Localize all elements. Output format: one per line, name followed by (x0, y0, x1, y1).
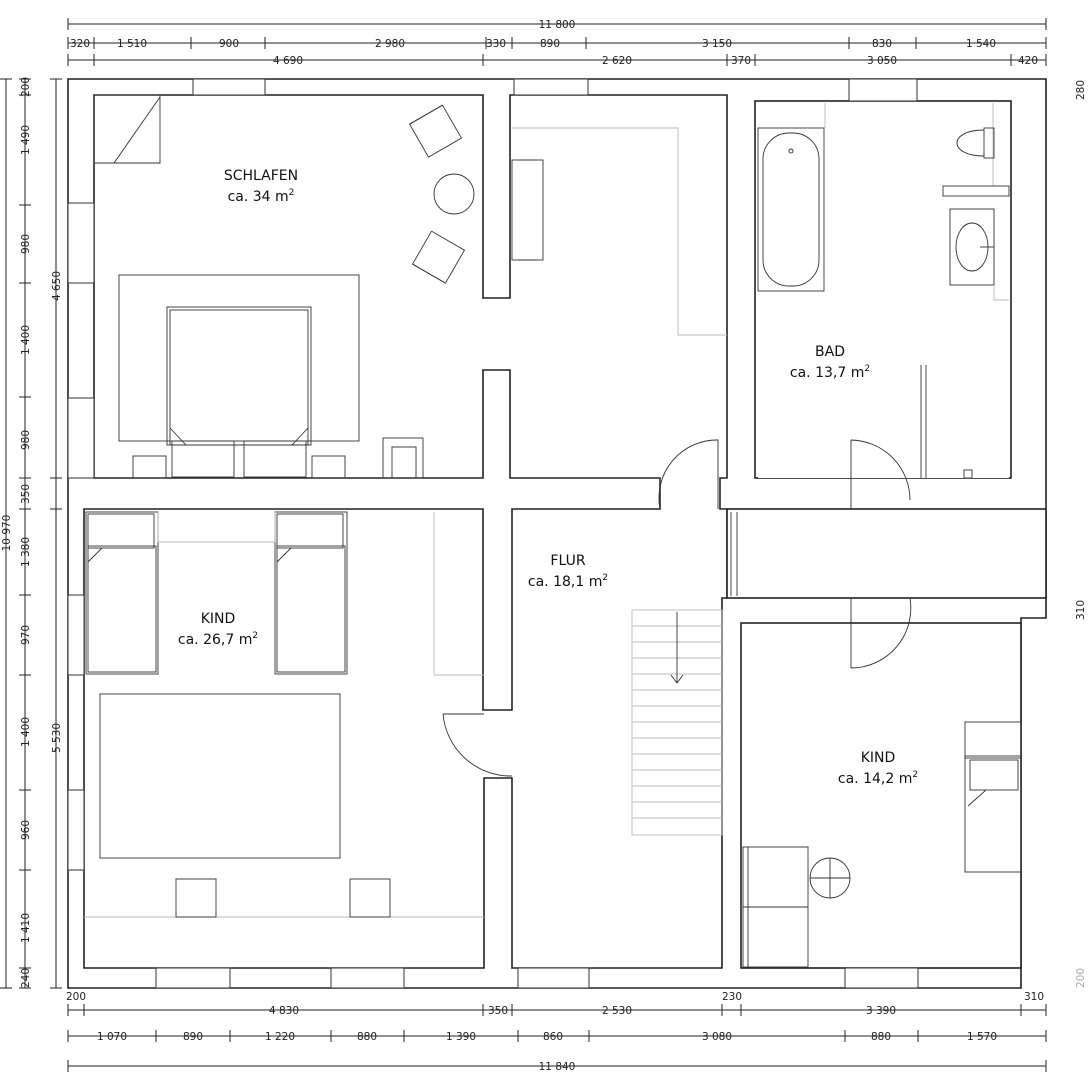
room-name-schlafen: SCHLAFEN (224, 168, 298, 184)
dim-bottom-row1: 230 (722, 991, 742, 1003)
dim-right: 280 (1075, 80, 1087, 100)
door (442, 713, 513, 777)
dim-top-overall: 11 800 (539, 19, 576, 31)
furniture-bad (757, 103, 1010, 479)
room-area-schlafen: ca. 34 m2 (228, 188, 295, 205)
dim-top-row1: 2 980 (375, 38, 405, 50)
dim-right: 200 (1075, 968, 1087, 988)
top-dimensions: 11 800 320 1 510 900 2 980 330 890 3 150… (67, 18, 1047, 67)
windows (67, 78, 919, 989)
dim-left-col1: 960 (20, 820, 32, 840)
dim-left-col1: 1 490 (20, 125, 32, 155)
dim-left-overall: 10 970 (1, 515, 13, 552)
window (192, 78, 266, 96)
dim-top-row1: 830 (872, 38, 892, 50)
room-name-kind-right: KIND (861, 750, 896, 766)
door (850, 439, 911, 509)
dim-left-col1: 1 410 (20, 913, 32, 943)
dim-bottom-row1: 200 (66, 991, 86, 1003)
dim-top-row1: 1 540 (966, 38, 996, 50)
room-labels: SCHLAFEN ca. 34 m2 BAD ca. 13,7 m2 FLUR … (178, 168, 918, 787)
bottom-dimensions: 200 4 830 350 2 530 230 3 390 310 1 070 … (66, 991, 1047, 1073)
dim-bottom-row2: 1 570 (967, 1031, 997, 1043)
window (67, 397, 95, 479)
dim-left-col1: 1 400 (20, 717, 32, 747)
left-dimensions: 10 970 200 1 490 980 1 400 980 350 1 380… (0, 77, 63, 989)
window (848, 78, 918, 102)
window (513, 78, 589, 96)
room-area-flur: ca. 18,1 m2 (528, 573, 608, 590)
right-dimensions: 280 310 200 (1075, 80, 1087, 988)
dim-bottom-row2: 880 (871, 1031, 891, 1043)
dim-bottom-row1: 4 830 (269, 1005, 299, 1017)
dim-left-col1: 980 (20, 430, 32, 450)
dim-left-col2: 4 650 (51, 271, 63, 301)
dim-bottom-row2: 860 (543, 1031, 563, 1043)
room-fills (737, 103, 1045, 966)
dim-top-row2: 420 (1018, 55, 1038, 67)
dim-bottom-row2: 1 070 (97, 1031, 127, 1043)
door (850, 597, 912, 669)
dim-left-col1: 240 (20, 968, 32, 988)
dim-top-row1: 900 (219, 38, 239, 50)
dim-bottom-overall: 11 840 (539, 1061, 576, 1073)
dim-top-row2: 2 620 (602, 55, 632, 67)
furniture-flur (511, 127, 727, 836)
dim-left-col1: 350 (20, 484, 32, 504)
dim-bottom-row1: 3 390 (866, 1005, 896, 1017)
window (517, 967, 590, 989)
room-area-kind-left: ca. 26,7 m2 (178, 631, 258, 648)
dim-left-col1: 1 400 (20, 325, 32, 355)
furniture-kind-left (84, 511, 484, 918)
dim-left-col1: 980 (20, 234, 32, 254)
dim-bottom-row2: 3 080 (702, 1031, 732, 1043)
dim-left-col1: 200 (20, 77, 32, 97)
dim-top-row1: 330 (486, 38, 506, 50)
window (67, 202, 95, 284)
dim-top-row2: 3 050 (867, 55, 897, 67)
window (67, 594, 85, 676)
room-area-bad: ca. 13,7 m2 (790, 364, 870, 381)
room-area-kind-right: ca. 14,2 m2 (838, 770, 918, 787)
dim-bottom-row2: 1 220 (265, 1031, 295, 1043)
dim-top-row2: 4 690 (273, 55, 303, 67)
furniture-schlafen (93, 94, 475, 479)
dim-bottom-row2: 890 (183, 1031, 203, 1043)
door (658, 439, 719, 510)
dim-left-col1: 970 (20, 625, 32, 645)
window (155, 967, 231, 989)
furniture-kind-right (742, 721, 1022, 968)
room-name-kind-left: KIND (201, 611, 236, 627)
room-name-flur: FLUR (550, 553, 585, 569)
dim-top-row2: 370 (731, 55, 751, 67)
window (67, 789, 85, 871)
dim-top-row1: 3 150 (702, 38, 732, 50)
room-name-bad: BAD (815, 344, 845, 360)
dim-bottom-row1: 350 (488, 1005, 508, 1017)
dim-top-row1: 890 (540, 38, 560, 50)
dim-bottom-row1: 2 530 (602, 1005, 632, 1017)
doors (442, 439, 912, 777)
dim-left-col1: 1 380 (20, 537, 32, 567)
dim-bottom-row1: 310 (1024, 991, 1044, 1003)
dim-bottom-row2: 1 390 (446, 1031, 476, 1043)
staircase (631, 609, 723, 836)
dim-top-row1: 1 510 (117, 38, 147, 50)
dim-left-col2: 5 530 (51, 723, 63, 753)
dim-right: 310 (1075, 600, 1087, 620)
dim-top-row1: 320 (70, 38, 90, 50)
dim-bottom-row2: 880 (357, 1031, 377, 1043)
window (844, 967, 919, 989)
window (330, 967, 405, 989)
